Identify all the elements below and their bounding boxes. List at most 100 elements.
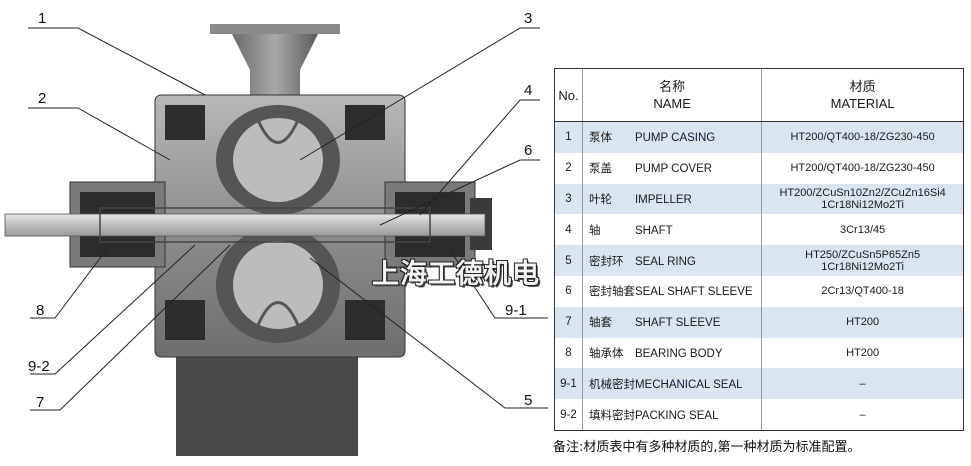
row-name: 泵盖 PUMP COVER <box>581 152 762 184</box>
table-row: 7 轴套 SHAFT SLEEVE HT200 <box>554 306 964 338</box>
callout-9-1: 9-1 <box>505 302 527 319</box>
row-material-line1: 2Cr13/QT400-18 <box>821 285 904 298</box>
header-name-cn: 名称 <box>659 79 686 94</box>
table-row: 1 泵体 PUMP CASING HT200/QT400-18/ZG230-450 <box>554 121 964 153</box>
row-name: 密封环 SEAL RING <box>581 245 762 276</box>
row-material-line1: – <box>859 408 866 421</box>
parts-material-table: No. 名称 NAME 材质 MATERIAL 1 泵体 PUMP CASING HT… <box>554 68 964 431</box>
row-material: HT200 <box>761 306 964 338</box>
row-no: 1 <box>554 121 583 153</box>
row-material-line1: 3Cr13/45 <box>839 223 886 236</box>
callout-5: 5 <box>524 392 533 409</box>
shaft-sleeve <box>99 207 431 243</box>
row-material-line1: HT200 <box>846 346 880 359</box>
row-name-cn: 轴承体 <box>588 347 624 360</box>
pump-foot <box>176 356 358 456</box>
row-name: 密封轴套SEAL SHAFT SLEEVE <box>581 275 762 307</box>
row-name: 机械密封MECHANICAL SEAL <box>581 368 762 400</box>
row-material-line1: HT200 <box>846 316 880 329</box>
outlet-nozzle <box>210 24 340 95</box>
table-row: 2 泵盖 PUMP COVER HT200/QT400-18/ZG230-450 <box>554 152 964 184</box>
row-name: 填料密封PACKING SEAL <box>581 399 762 431</box>
row-material: 2Cr13/QT400-18 <box>761 275 964 307</box>
table-header-row: No. 名称 NAME 材质 MATERIAL <box>554 68 964 122</box>
row-name: 轴 SHAFT <box>581 214 762 246</box>
row-name-en: PACKING SEAL <box>634 409 719 422</box>
header-name-en: NAME <box>653 96 691 111</box>
row-name-en: SHAFT <box>634 224 673 237</box>
footnote: 备注:材质表中有多种材质的,第一种材质为标准配置。 <box>553 440 861 455</box>
callout-7: 7 <box>36 394 45 411</box>
row-no: 2 <box>554 152 583 184</box>
row-material: – <box>761 368 964 400</box>
row-name: 轴套 SHAFT SLEEVE <box>581 306 762 338</box>
row-material: HT200/QT400-18/ZG230-450 <box>761 121 964 153</box>
row-material-line2: 1Cr18Ni12Mo2Ti <box>821 260 904 273</box>
row-name-cn: 泵盖 <box>588 163 612 176</box>
callout-9-2: 9-2 <box>28 358 50 375</box>
row-material: HT200 <box>761 337 964 369</box>
row-material-line1: HT200/ZCuSn10Zn2/ZCuZn16Si4 <box>779 186 946 199</box>
row-name: 泵体 PUMP CASING <box>581 121 762 153</box>
row-material: – <box>761 399 964 431</box>
table-row: 8 轴承体 BEARING BODY HT200 <box>554 337 964 369</box>
row-name: 叶轮 IMPELLER <box>581 183 762 215</box>
row-material-line1: HT200/QT400-18/ZG230-450 <box>790 162 935 175</box>
watermark-text: 上海工德机电 <box>372 259 540 290</box>
row-name-cn: 机械密封 <box>588 378 635 391</box>
row-no: 5 <box>554 245 583 276</box>
shaft <box>4 213 486 237</box>
row-name-en: BEARING BODY <box>634 347 723 360</box>
row-material: HT200/QT400-18/ZG230-450 <box>761 152 964 184</box>
row-name-en: PUMP CASING <box>634 132 716 145</box>
row-name: 轴承体 BEARING BODY <box>581 337 762 369</box>
row-name-cn: 轴 <box>588 224 601 237</box>
row-no: 4 <box>554 214 583 246</box>
row-no: 9-2 <box>554 399 583 431</box>
callout-leader-lines <box>28 27 548 411</box>
row-name-en: IMPELLER <box>634 193 692 206</box>
row-name-cn: 填料密封 <box>588 409 635 422</box>
row-name-en: MECHANICAL SEAL <box>634 378 743 391</box>
row-material-line1: HT200/QT400-18/ZG230-450 <box>790 131 935 144</box>
callout-1: 1 <box>38 10 47 27</box>
row-name-cn: 泵体 <box>588 132 612 145</box>
row-name-cn: 密封环 <box>588 255 624 268</box>
callout-3: 3 <box>524 10 533 27</box>
row-material-line1: HT250/ZCuSn5P65Zn5 <box>805 248 921 261</box>
row-name-en: SHAFT SLEEVE <box>634 317 721 330</box>
row-material: 3Cr13/45 <box>761 214 964 246</box>
row-name-en: SEAL RING <box>634 255 696 268</box>
row-no: 6 <box>554 275 583 307</box>
row-no: 8 <box>554 337 583 369</box>
callout-4: 4 <box>524 82 533 99</box>
header-no: No. <box>554 68 583 122</box>
header-name: 名称 NAME <box>581 68 762 122</box>
header-material-cn: 材质 <box>849 79 876 94</box>
row-no: 3 <box>554 183 583 215</box>
row-name-en: PUMP COVER <box>634 163 713 176</box>
callout-8: 8 <box>36 302 45 319</box>
row-name-en: SEAL SHAFT SLEEVE <box>634 286 753 299</box>
callout-6: 6 <box>524 142 533 159</box>
row-name-cn: 叶轮 <box>588 193 612 206</box>
row-name-cn: 密封轴套 <box>588 286 635 299</box>
row-name-cn: 轴套 <box>588 317 612 330</box>
row-material-line2: 1Cr18Ni12Mo2Ti <box>821 198 904 211</box>
row-material-line1: – <box>859 377 866 390</box>
row-no: 7 <box>554 306 583 338</box>
impeller <box>216 105 340 343</box>
header-material-en: MATERIAL <box>830 96 895 111</box>
row-no: 9-1 <box>554 368 583 400</box>
header-material: 材质 MATERIAL <box>761 68 964 122</box>
callout-2: 2 <box>38 90 47 107</box>
pump-cross-section-diagram <box>4 24 548 456</box>
